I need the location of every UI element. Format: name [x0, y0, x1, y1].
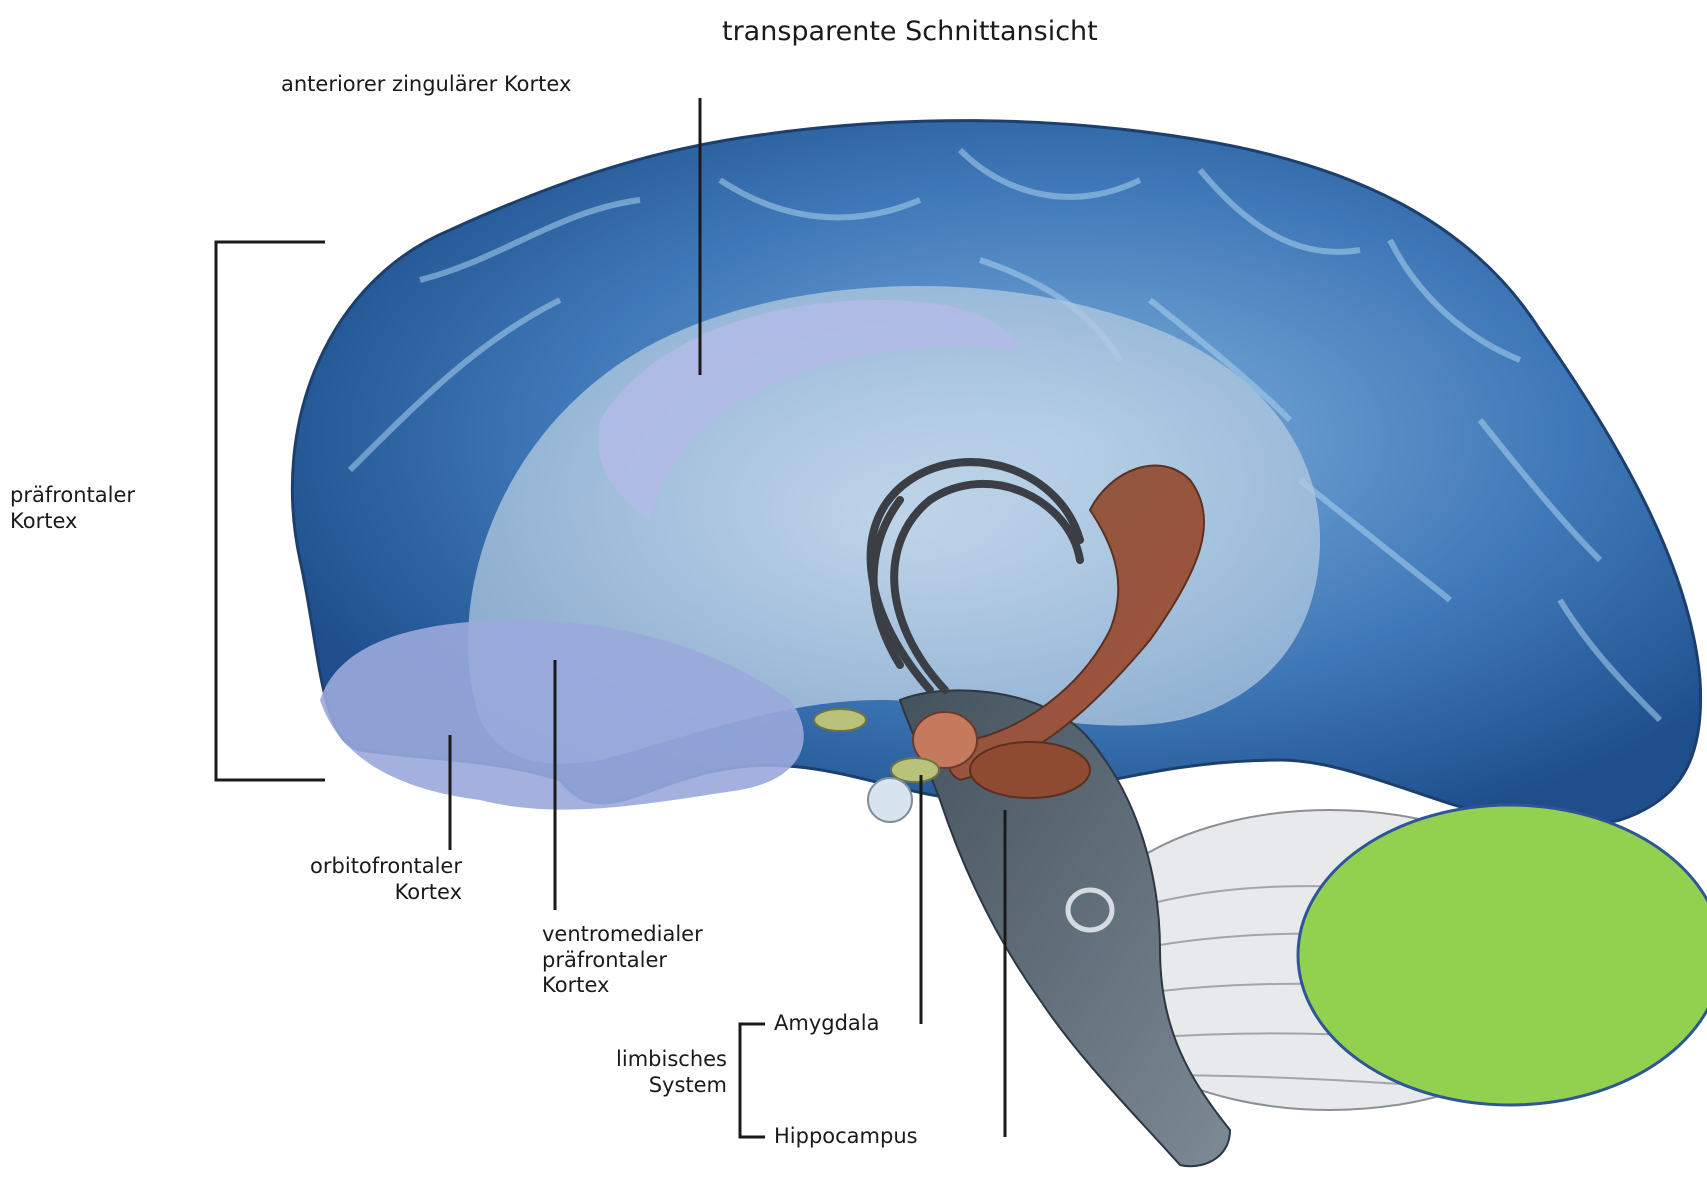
highlight-ellipse: [1298, 805, 1707, 1105]
label-acc: anteriorer zingulärer Kortex: [281, 72, 571, 98]
olfactory-bulb-2: [891, 758, 939, 782]
label-amygdala: Amygdala: [774, 1011, 879, 1037]
label-hippocampus: Hippocampus: [774, 1124, 918, 1150]
label-vmpfc: ventromedialer präfrontaler Kortex: [542, 922, 703, 999]
label-pfc: präfrontaler Kortex: [10, 483, 135, 534]
diagram-title: transparente Schnittansicht: [722, 16, 1098, 49]
label-limbic: limbisches System: [520, 1047, 727, 1098]
optic-chiasm: [868, 778, 912, 822]
olfactory-bulb-1: [814, 709, 866, 731]
hippocampus-body: [970, 742, 1090, 798]
label-ofc: orbitofrontaler Kortex: [200, 854, 462, 905]
